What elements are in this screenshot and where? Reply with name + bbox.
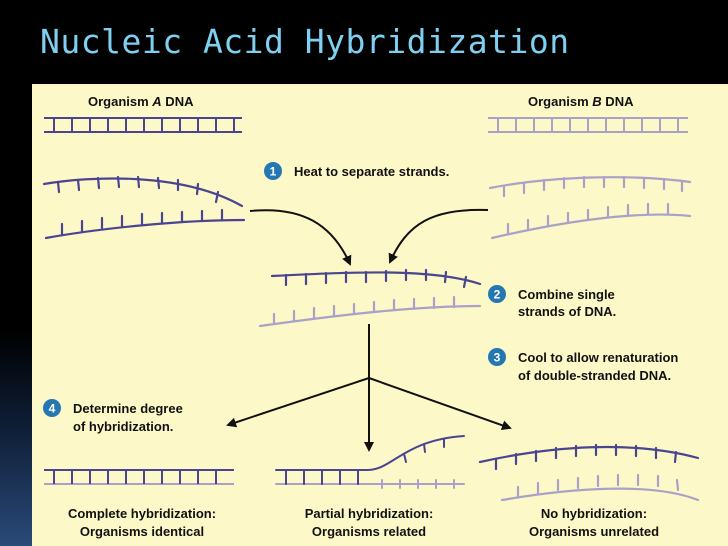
result-none-line-1: No hybridization: — [541, 506, 647, 521]
result-partial-line-1: Partial hybridization: — [305, 506, 434, 521]
step-1-number: 1 — [270, 165, 277, 179]
hybridization-diagram: Organism A DNA Organism B DNA — [42, 94, 700, 539]
arrow-b-to-combine — [388, 208, 489, 264]
step-2-badge — [488, 285, 506, 303]
step-4-text-line-2: of hybridization. — [73, 419, 173, 434]
result-none-line-2: Organisms unrelated — [529, 524, 659, 539]
slide-title: Nucleic Acid Hybridization — [40, 22, 570, 61]
result-complete-line-2: Organisms identical — [80, 524, 204, 539]
organism-b-double-strand — [488, 117, 688, 133]
result-partial-dna — [275, 435, 465, 489]
step-3-badge — [488, 348, 506, 366]
organism-b-separated-strands — [488, 175, 692, 240]
result-none-strand-b — [500, 473, 700, 502]
result-complete-line-1: Complete hybridization: — [68, 506, 216, 521]
step-2: 2 Combine single strands of DNA. — [488, 285, 616, 319]
step-3-number: 3 — [494, 351, 501, 365]
step-4-badge — [43, 399, 61, 417]
organism-a-separated-strands — [42, 175, 246, 240]
step-4-text-line-1: Determine degree — [73, 401, 183, 416]
arrow-a-to-combine — [249, 209, 352, 266]
step-2-number: 2 — [494, 288, 501, 302]
result-partial-line-2: Organisms related — [312, 524, 426, 539]
organism-b-heading: Organism B DNA — [528, 94, 634, 109]
step-3-text-line-1: Cool to allow renaturation — [518, 350, 678, 365]
step-2-text-line-1: Combine single — [518, 287, 615, 302]
step-1: 1 Heat to separate strands. — [264, 162, 449, 180]
diagram-panel: Organism A DNA Organism B DNA — [32, 84, 728, 546]
combined-strand-a — [270, 268, 482, 289]
result-none-strand-a — [478, 443, 700, 471]
step-2-text-line-2: strands of DNA. — [518, 304, 616, 319]
step-1-text: Heat to separate strands. — [294, 164, 449, 179]
step-3: 3 Cool to allow renaturation of double-s… — [488, 348, 678, 383]
step-1-badge — [264, 162, 282, 180]
result-complete-dna — [44, 469, 234, 485]
step-3-text-line-2: of double-stranded DNA. — [518, 368, 671, 383]
combined-strand-b — [258, 295, 482, 328]
step-4: 4 Determine degree of hybridization. — [43, 399, 183, 434]
step-4-number: 4 — [49, 402, 56, 416]
organism-a-heading: Organism A DNA — [88, 94, 194, 109]
organism-a-double-strand — [44, 117, 242, 133]
arrow-to-complete — [226, 377, 370, 428]
arrow-to-none — [368, 377, 512, 431]
